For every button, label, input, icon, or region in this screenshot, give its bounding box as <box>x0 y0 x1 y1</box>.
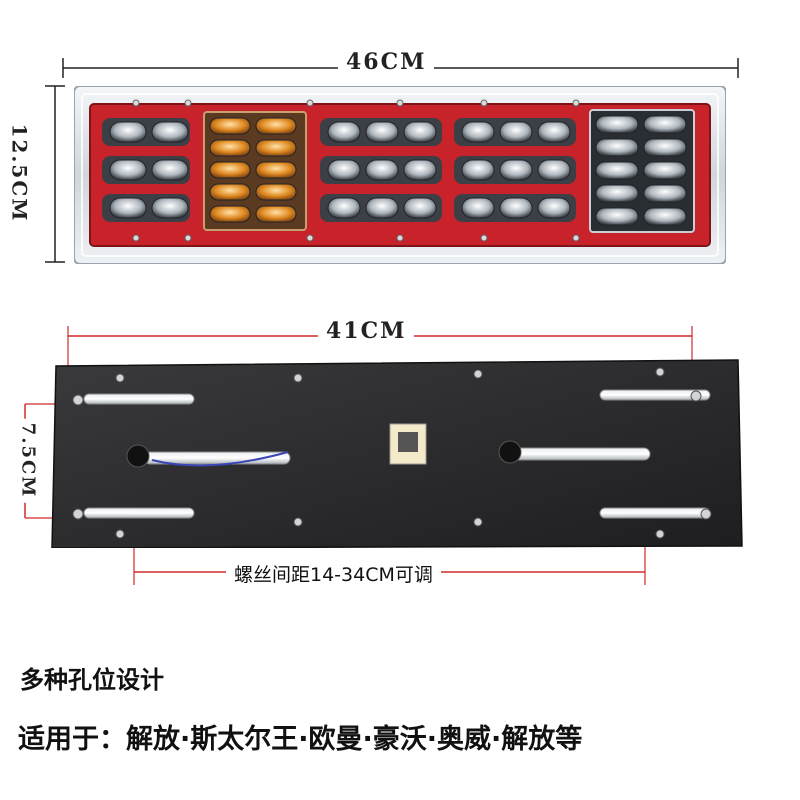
led-capsule <box>255 205 297 223</box>
led-capsule <box>595 184 639 203</box>
led-capsule <box>151 121 189 143</box>
tail-lamp-back-plate-photo <box>51 359 743 548</box>
led-capsule <box>643 115 687 134</box>
led-capsule <box>327 121 361 143</box>
led-capsule <box>537 121 571 143</box>
led-capsule <box>327 197 361 219</box>
caption-line-1: 多种孔位设计 <box>20 666 164 694</box>
led-capsule <box>109 197 147 219</box>
led-capsule <box>403 159 437 181</box>
led-capsule <box>109 159 147 181</box>
led-capsule <box>461 159 495 181</box>
led-capsule <box>595 138 639 157</box>
led-capsule <box>461 121 495 143</box>
led-capsule <box>209 205 251 223</box>
led-capsule <box>537 159 571 181</box>
top-width-label: 46CM <box>338 49 435 75</box>
led-capsule <box>403 197 437 219</box>
top-height-label: 12.5CM <box>7 117 32 229</box>
led-capsule <box>209 139 251 157</box>
led-capsule <box>403 121 437 143</box>
led-capsule <box>365 121 399 143</box>
led-capsule <box>595 115 639 134</box>
led-capsule <box>643 207 687 226</box>
led-capsule <box>365 159 399 181</box>
led-capsule <box>209 183 251 201</box>
led-capsule <box>595 207 639 226</box>
led-capsule <box>109 121 147 143</box>
led-capsule <box>209 161 251 179</box>
led-capsule <box>209 117 251 135</box>
tail-lamp-front-photo <box>74 86 726 264</box>
led-capsule <box>151 197 189 219</box>
led-capsule <box>327 159 361 181</box>
led-capsule <box>537 197 571 219</box>
led-capsule <box>255 139 297 157</box>
led-capsule <box>255 161 297 179</box>
led-capsule <box>255 183 297 201</box>
led-capsule <box>365 197 399 219</box>
led-capsule <box>499 159 533 181</box>
led-capsule <box>643 138 687 157</box>
led-capsule <box>255 117 297 135</box>
screw-spacing-label: 螺丝间距14-34CM可调 <box>226 560 441 587</box>
led-capsule <box>499 121 533 143</box>
led-capsule <box>461 197 495 219</box>
bottom-width-label: 41CM <box>318 318 415 344</box>
caption-line-2: 适用于：解放·斯太尔王·欧曼·豪沃·奥威·解放等 <box>18 724 583 755</box>
led-capsule <box>643 161 687 180</box>
led-capsule <box>499 197 533 219</box>
led-capsule <box>595 161 639 180</box>
led-capsule <box>643 184 687 203</box>
bottom-height-label: 7.5CM <box>17 418 39 503</box>
led-capsule <box>151 159 189 181</box>
